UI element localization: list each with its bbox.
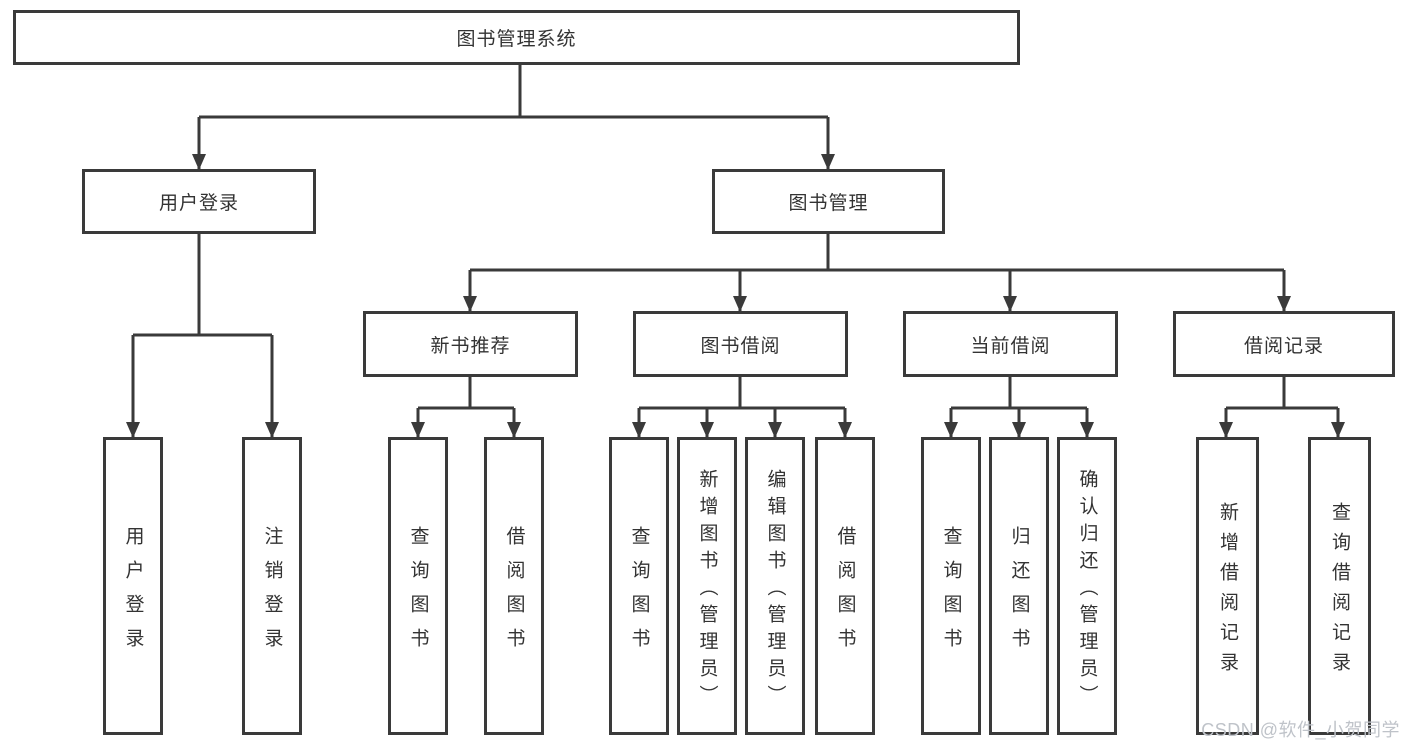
node-user-login: 用户登录 [82,169,316,234]
node-borrow-records: 借阅记录 [1173,311,1395,377]
leaf-label: 查询图书 [940,525,962,662]
node-book-borrow: 图书借阅 [633,311,848,377]
leaf-add-borrow-record: 新增借阅记录 [1196,437,1259,735]
csdn-watermark: CSDN @软件_小贺同学 [1201,720,1400,740]
leaf-user-login: 用户登录 [103,437,163,735]
leaf-logout: 注销登录 [242,437,302,735]
leaf-query-book-newbooks: 查询图书 [388,437,448,735]
leaf-query-book-borrow: 查询图书 [609,437,669,735]
leaf-query-book-current: 查询图书 [921,437,981,735]
node-new-book-recommend: 新书推荐 [363,311,578,377]
leaf-edit-book-admin: 编辑图书（管理员） [745,437,805,735]
node-book-management: 图书管理 [712,169,945,234]
node-current-borrow: 当前借阅 [903,311,1118,377]
leaf-label: 借阅图书 [834,525,856,662]
node-root-system: 图书管理系统 [13,10,1020,65]
leaf-label: 借阅图书 [503,525,525,662]
leaf-label: 新增图书（管理员） [696,468,718,712]
leaf-label: 确认归还（管理员） [1076,468,1098,712]
leaf-label: 编辑图书（管理员） [764,468,786,712]
leaf-label: 新增借阅记录 [1217,501,1238,682]
leaf-label: 查询借阅记录 [1329,501,1350,682]
leaf-label: 用户登录 [122,525,144,662]
leaf-label: 归还图书 [1008,525,1030,662]
leaf-query-borrow-record: 查询借阅记录 [1308,437,1371,735]
leaf-borrow-book: 借阅图书 [815,437,875,735]
leaf-label: 注销登录 [261,525,283,662]
leaf-label: 查询图书 [407,525,429,662]
leaf-return-book: 归还图书 [989,437,1049,735]
leaf-label: 查询图书 [628,525,650,662]
leaf-borrow-book-newbooks: 借阅图书 [484,437,544,735]
leaf-confirm-return-admin: 确认归还（管理员） [1057,437,1117,735]
leaf-add-book-admin: 新增图书（管理员） [677,437,737,735]
